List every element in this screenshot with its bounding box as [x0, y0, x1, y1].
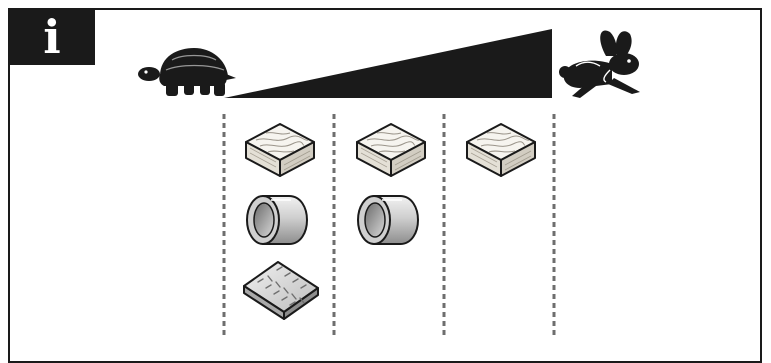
metal-pipe-icon: [357, 195, 419, 245]
material-column-1: [243, 123, 319, 320]
diagram-frame: [8, 8, 762, 363]
speed-ramp: [224, 29, 552, 98]
info-badge: i: [9, 9, 95, 65]
turtle-icon: [138, 48, 236, 96]
rabbit-icon: [559, 30, 640, 98]
metal-pipe-icon: [246, 195, 308, 245]
info-icon: i: [43, 10, 60, 64]
column-dividers: [222, 114, 556, 338]
